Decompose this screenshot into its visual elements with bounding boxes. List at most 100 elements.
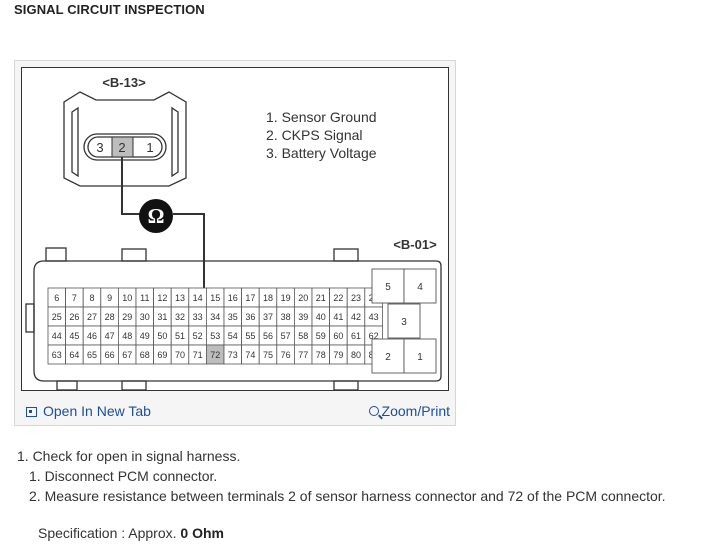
- pcm-pin-label: 23: [351, 293, 361, 303]
- pcm-pin-label: 33: [193, 312, 203, 322]
- pcm-pin-label: 65: [87, 350, 97, 360]
- pcm-pin-label: 48: [122, 331, 132, 341]
- spec-value: 0 Ohm: [180, 525, 224, 541]
- pcm-side-pin-cell: [371, 268, 405, 304]
- test-lead-sensor: [121, 157, 140, 215]
- step-main: 1. Check for open in signal harness.: [17, 448, 241, 464]
- pcm-pin-label: 78: [316, 350, 326, 360]
- pcm-pin-label: 57: [281, 331, 291, 341]
- pcm-pin-label: 19: [281, 293, 291, 303]
- open-in-new-tab-label: Open In New Tab: [43, 403, 151, 419]
- ohmmeter-icon: [139, 199, 173, 233]
- pcm-pin-label: 75: [263, 350, 273, 360]
- pcm-pin-label: 40: [316, 312, 326, 322]
- instructions: 1. Check for open in signal harness. 1. …: [17, 446, 666, 506]
- pcm-pin-label: 29: [122, 312, 132, 322]
- pcm-pin-label: 80: [351, 350, 361, 360]
- pcm-pin-label: 22: [333, 293, 343, 303]
- pcm-pin-label: 18: [263, 293, 273, 303]
- wiring-diagram: <B-13> 3 2 1 1. Sensor Ground 2. CKPS Si…: [21, 67, 449, 391]
- pcm-pin-label: 71: [193, 350, 203, 360]
- pcm-pin-label: 58: [298, 331, 308, 341]
- zoom-icon: [368, 406, 379, 416]
- open-in-new-tab-link[interactable]: Open In New Tab: [26, 403, 151, 419]
- page-title: SIGNAL CIRCUIT INSPECTION: [14, 2, 205, 17]
- pcm-pin-label: 15: [210, 293, 220, 303]
- pcm-side-pin-label: 2: [385, 352, 391, 363]
- pcm-pin-label: 72: [210, 350, 220, 360]
- zoom-print-link[interactable]: Zoom/Print: [368, 403, 450, 419]
- pcm-pin-label: 42: [351, 312, 361, 322]
- pcm-pin-label: 30: [140, 312, 150, 322]
- pcm-pin-label: 20: [298, 293, 308, 303]
- specification: Specification : Approx. 0 Ohm: [38, 525, 224, 541]
- ohm-symbol: Ω: [148, 204, 165, 228]
- pcm-pin-label: 67: [122, 350, 132, 360]
- pcm-pin-label: 27: [87, 312, 97, 322]
- pcm-pin-label: 53: [210, 331, 220, 341]
- pcm-pin-grid: 6789101112131415161718192021222324252627…: [47, 287, 383, 365]
- pcm-side-pin-cell: [403, 268, 437, 304]
- legend-item-1: 1. Sensor Ground: [266, 109, 377, 125]
- pcm-pin-label: 44: [52, 331, 62, 341]
- sensor-pin-3: 3: [96, 140, 103, 155]
- legend-item-2: 2. CKPS Signal: [266, 127, 363, 143]
- pcm-pin-label: 14: [193, 293, 203, 303]
- pcm-pin-label: 8: [89, 293, 94, 303]
- pcm-connector: [25, 247, 442, 390]
- pcm-pin-label: 76: [281, 350, 291, 360]
- pcm-pin-label: 31: [157, 312, 167, 322]
- figure-toolbar: Open In New Tab Zoom/Print: [14, 398, 456, 424]
- pcm-pin-label: 17: [245, 293, 255, 303]
- pcm-pin-label: 56: [263, 331, 273, 341]
- pcm-side-pin-label: 5: [385, 282, 391, 293]
- pcm-pin-label: 62: [369, 331, 379, 341]
- connector-b01-label: <B-01>: [393, 237, 437, 252]
- step-2: 2. Measure resistance between terminals …: [29, 488, 666, 504]
- spec-label: Specification : Approx.: [38, 525, 177, 541]
- pcm-pin-label: 38: [281, 312, 291, 322]
- pcm-pin-label: 41: [333, 312, 343, 322]
- pcm-pin-label: 21: [316, 293, 326, 303]
- pcm-side-pin-label: 4: [417, 282, 423, 293]
- pcm-pin-label: 64: [69, 350, 79, 360]
- pcm-pin-label: 28: [105, 312, 115, 322]
- pcm-pin-label: 51: [175, 331, 185, 341]
- pcm-side-pin-label: 3: [401, 317, 407, 328]
- pcm-side-pin-cell: [387, 303, 421, 339]
- pcm-pin-label: 26: [69, 312, 79, 322]
- pcm-pin-label: 61: [351, 331, 361, 341]
- pcm-side-pin-label: 1: [417, 352, 423, 363]
- pcm-pin-label: 73: [228, 350, 238, 360]
- pcm-pin-label: 52: [193, 331, 203, 341]
- pcm-pin-label: 50: [157, 331, 167, 341]
- pcm-pin-label: 35: [228, 312, 238, 322]
- pcm-pin-label: 11: [140, 293, 149, 303]
- pcm-pin-label: 66: [105, 350, 115, 360]
- pcm-pin-label: 55: [245, 331, 255, 341]
- pcm-pin-label: 49: [140, 331, 150, 341]
- pcm-pin-label: 16: [228, 293, 238, 303]
- pcm-pin-label: 74: [245, 350, 255, 360]
- sensor-pin-2: 2: [118, 140, 125, 155]
- new-tab-icon: [26, 407, 37, 417]
- pcm-pin-label: 60: [333, 331, 343, 341]
- pcm-pin-label: 59: [316, 331, 326, 341]
- pcm-pin-label: 68: [140, 350, 150, 360]
- pcm-pin-label: 9: [107, 293, 112, 303]
- step-1: 1. Disconnect PCM connector.: [29, 468, 218, 484]
- pcm-pin-label: 79: [333, 350, 343, 360]
- pcm-pin-label: 34: [210, 312, 220, 322]
- pcm-pin-label: 47: [105, 331, 115, 341]
- pcm-pin-label: 32: [175, 312, 185, 322]
- pcm-pin-label: 43: [369, 312, 379, 322]
- pcm-pin-label: 37: [263, 312, 273, 322]
- pcm-side-pin-cell: [371, 338, 405, 374]
- pcm-pin-label: 12: [157, 293, 167, 303]
- pcm-pin-label: 39: [298, 312, 308, 322]
- zoom-print-label: Zoom/Print: [381, 403, 450, 419]
- pcm-pin-label: 54: [228, 331, 238, 341]
- pcm-pin-label: 10: [122, 293, 132, 303]
- pcm-pin-label: 70: [175, 350, 185, 360]
